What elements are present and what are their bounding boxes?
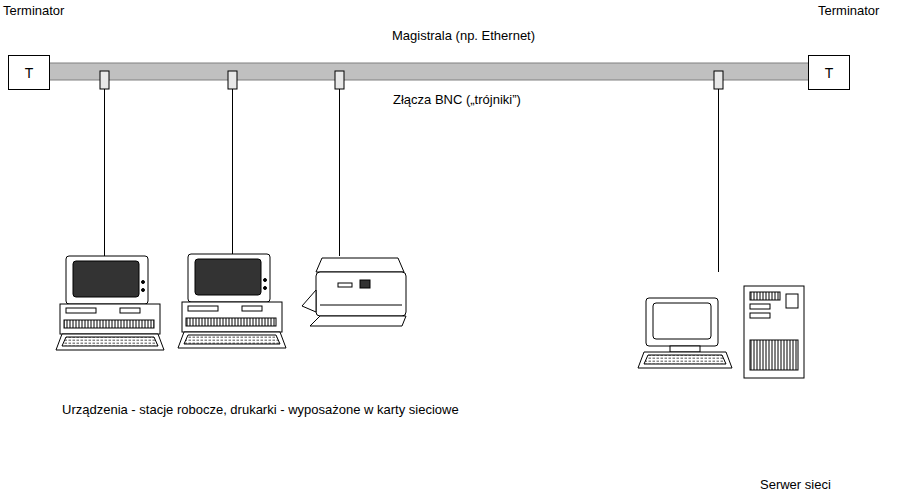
terminator-label: Terminator [818, 3, 879, 19]
bnc-connectors [100, 71, 723, 89]
workstation-icon [178, 254, 286, 348]
connector-label: Złącza BNC („trójniki”) [393, 92, 521, 108]
drop-wires [105, 89, 719, 272]
terminator-box: T [808, 55, 850, 90]
terminator-box: T [8, 55, 50, 90]
workstation-icon [56, 256, 164, 350]
server-label: Serwer sieci [760, 477, 831, 493]
terminator-text: T [25, 65, 34, 81]
printer-icon [302, 258, 406, 326]
terminator-text: T [825, 65, 834, 81]
devices-caption: Urządzenia - stacje robocze, drukarki - … [62, 402, 462, 418]
terminator-label: Terminator [3, 3, 64, 19]
bus-cable [48, 63, 810, 80]
bus-label: Magistrala (np. Ethernet) [392, 28, 535, 44]
server-icon [638, 286, 804, 378]
